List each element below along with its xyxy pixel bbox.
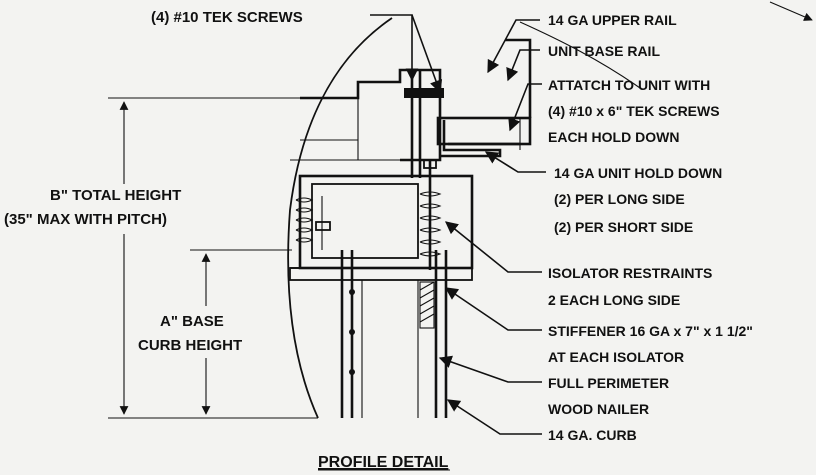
label-total-height-1: B" TOTAL HEIGHT [50,187,181,204]
label-attach-2: (4) #10 x 6" TEK SCREWS [548,103,720,119]
label-hold-down-3: (2) PER SHORT SIDE [554,219,693,235]
label-tek-screws: (4) #10 TEK SCREWS [151,9,303,26]
leader-stiffener [444,287,542,331]
base-height-dimension [190,249,292,415]
unit-hold-down [440,120,502,158]
section-cut-arrow [769,1,813,21]
label-base-height-2: CURB HEIGHT [138,337,242,354]
label-stiffener-2: AT EACH ISOLATOR [548,349,684,365]
label-restraints-2: 2 EACH LONG SIDE [548,292,680,308]
label-attach-1: ATTATCH TO UNIT WITH [548,77,710,93]
leader-attach [508,83,542,132]
curb-body [340,250,448,418]
isolator-frame [289,159,474,281]
label-total-height-2: (35" MAX WITH PITCH) [4,211,167,228]
leader-hold-down [484,151,546,173]
label-curb: 14 GA. CURB [548,427,637,443]
label-restraints-1: ISOLATOR RESTRAINTS [548,265,712,281]
label-attach-3: EACH HOLD DOWN [548,129,679,145]
leader-unit-base-rail [506,49,540,82]
label-hold-down-2: (2) PER LONG SIDE [554,191,685,207]
label-hold-down-1: 14 GA UNIT HOLD DOWN [554,165,722,181]
stiffener [419,281,435,329]
leader-curb [446,399,542,435]
label-upper-rail: 14 GA UPPER RAIL [548,12,677,28]
drawing-title: PROFILE DETAIL [318,454,449,471]
label-unit-base-rail: UNIT BASE RAIL [548,43,660,59]
leader-upper-rail [487,19,540,74]
leader-nailer [438,355,542,383]
label-nailer-1: FULL PERIMETER [548,375,669,391]
detail-boundary-arc [287,17,393,419]
label-nailer-2: WOOD NAILER [548,401,649,417]
detail-boundary-arc-right [519,21,641,89]
label-base-height-1: A" BASE [160,313,224,330]
leader-tek-screws [370,14,443,94]
total-height-dimension [108,97,318,419]
label-stiffener-1: STIFFENER 16 GA x 7" x 1 1/2" [548,323,753,339]
upper-rail-cap [404,88,444,98]
leader-restraints [445,221,542,273]
unit-casing [290,68,444,178]
unit-base-rail [436,38,532,150]
